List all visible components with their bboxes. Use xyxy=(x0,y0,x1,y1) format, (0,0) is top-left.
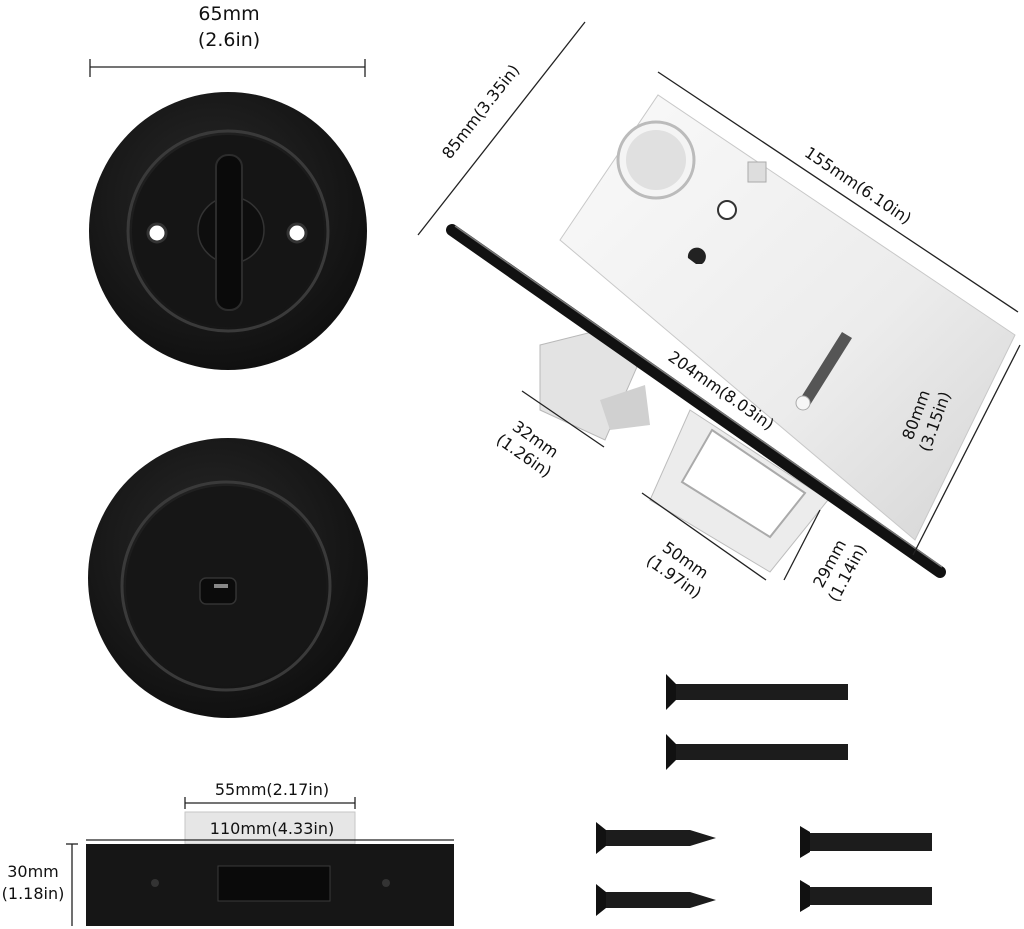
edge-pull-height-mm: 30mm xyxy=(7,862,59,881)
emergency-release-cup xyxy=(88,438,368,718)
privacy-thumbturn xyxy=(89,92,367,370)
torx-hole-icon xyxy=(717,200,737,220)
wood-screws xyxy=(596,822,716,916)
handle-diameter-mm: 65mm xyxy=(198,3,259,25)
edge-pull-length-label: 110mm(4.33in) xyxy=(210,819,334,838)
screw xyxy=(666,734,848,770)
faceplate-width-label: 29mm (1.14in) xyxy=(809,536,870,605)
edge-pull-inner-label: 55mm(2.17in) xyxy=(215,780,329,799)
screw xyxy=(666,674,848,710)
lock-dimension-lines xyxy=(417,21,1021,581)
screw xyxy=(596,884,716,916)
latch-length-label: 32mm (1.26in) xyxy=(493,417,562,482)
handle-diameter-dimension: 65mm (2.6in) xyxy=(89,3,366,77)
screw xyxy=(596,822,716,854)
lock-height-label: 85mm(3.35in) xyxy=(438,61,523,163)
edge-pull-height-in: (1.18in) xyxy=(2,884,65,903)
machine-screws xyxy=(666,674,932,912)
edge-pull-dimension-lines xyxy=(66,797,454,926)
screw xyxy=(800,880,932,912)
edge-pull xyxy=(86,811,454,926)
mortise-lock-body xyxy=(446,94,1016,578)
handle-diameter-in: (2.6in) xyxy=(198,29,260,51)
screw xyxy=(800,826,932,858)
strike-width-label: 50mm (1.97in) xyxy=(643,538,712,603)
